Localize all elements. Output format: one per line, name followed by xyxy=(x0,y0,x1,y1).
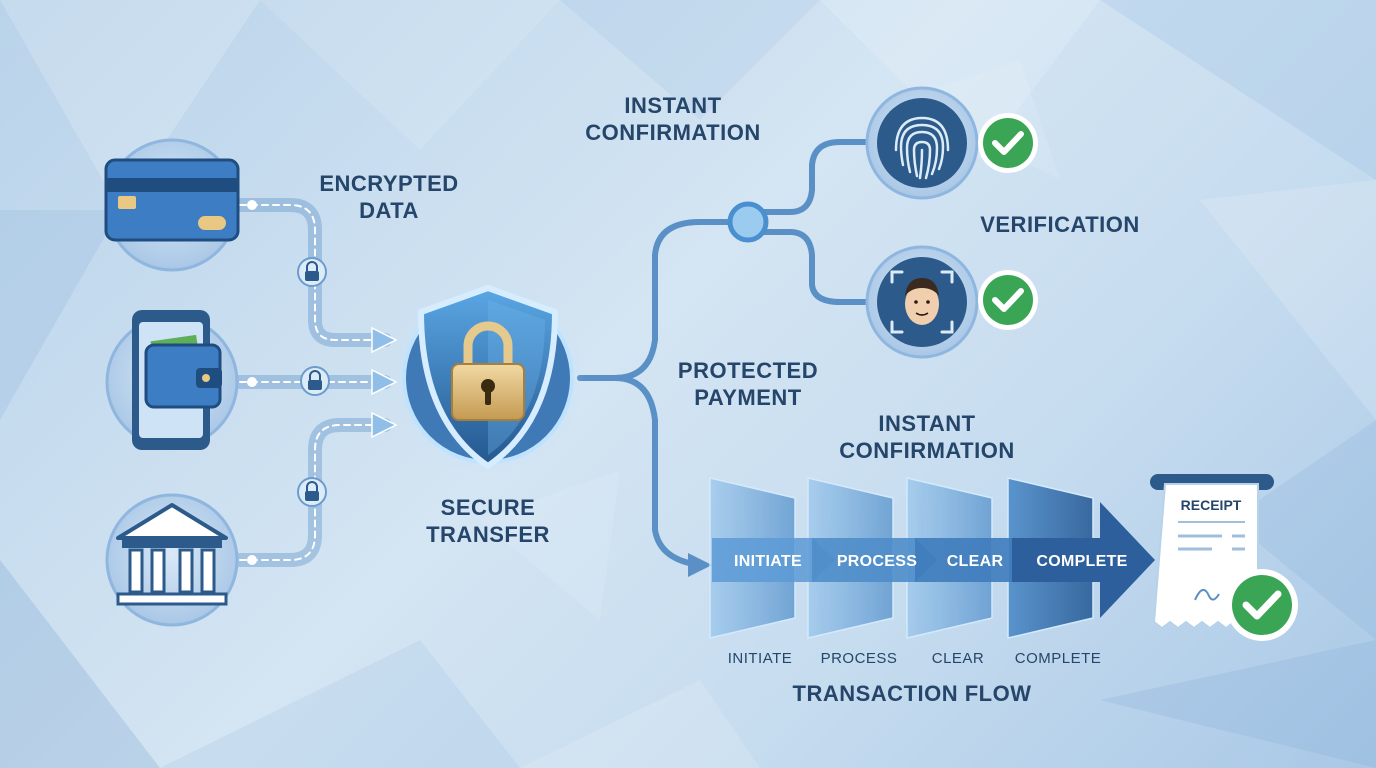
stage-caption: INITIATE xyxy=(727,650,793,667)
check-icon xyxy=(1226,569,1298,641)
stage-caption: COMPLETE xyxy=(1014,650,1102,667)
stage-label: PROCESS xyxy=(837,553,917,570)
label-line: INSTANT xyxy=(878,411,976,436)
label-line: PAYMENT xyxy=(694,385,802,410)
label-line: PROTECTED xyxy=(677,358,819,383)
check-icon xyxy=(978,113,1038,173)
secure-transfer-label: SECURE TRANSFER xyxy=(408,494,568,548)
label-line: SECURE xyxy=(440,495,536,520)
verification-label: VERIFICATION xyxy=(965,211,1155,238)
stage-label: COMPLETE xyxy=(1036,553,1127,570)
fingerprint-icon xyxy=(865,86,979,200)
label-line: TRANSACTION FLOW xyxy=(792,681,1032,706)
instant-confirmation-top-label: INSTANT CONFIRMATION xyxy=(566,92,780,146)
label-line: VERIFICATION xyxy=(980,212,1140,237)
transaction-stages: INITIATE PROCESS CLEAR COMPLETE xyxy=(709,477,1155,639)
stage-label: INITIATE xyxy=(734,553,802,570)
encrypted-data-label: ENCRYPTED DATA xyxy=(296,170,482,224)
label-line: CONFIRMATION xyxy=(839,438,1015,463)
padlock-icon xyxy=(297,477,327,507)
receipt-title: RECEIPT xyxy=(1181,497,1242,513)
label-line: TRANSFER xyxy=(426,522,550,547)
label-line: INSTANT xyxy=(624,93,722,118)
mobile-wallet-icon xyxy=(105,310,239,450)
label-line: DATA xyxy=(359,198,419,223)
padlock-icon xyxy=(300,366,330,396)
shield-lock-icon xyxy=(392,282,584,474)
stage-caption: PROCESS xyxy=(820,650,898,667)
padlock-icon xyxy=(297,257,327,287)
transaction-flow-title: TRANSACTION FLOW xyxy=(772,680,1052,707)
stage-label: CLEAR xyxy=(947,553,1004,570)
output-connectors xyxy=(577,139,873,577)
label-line: ENCRYPTED xyxy=(319,171,459,196)
credit-card-icon xyxy=(104,138,240,272)
check-icon xyxy=(978,270,1038,330)
protected-payment-label: PROTECTED PAYMENT xyxy=(660,357,836,411)
instant-confirmation-mid-label: INSTANT CONFIRMATION xyxy=(820,410,1034,464)
stage-caption: CLEAR xyxy=(931,650,985,667)
face-id-icon xyxy=(865,245,979,359)
label-line: CONFIRMATION xyxy=(585,120,761,145)
bank-icon xyxy=(105,493,239,627)
